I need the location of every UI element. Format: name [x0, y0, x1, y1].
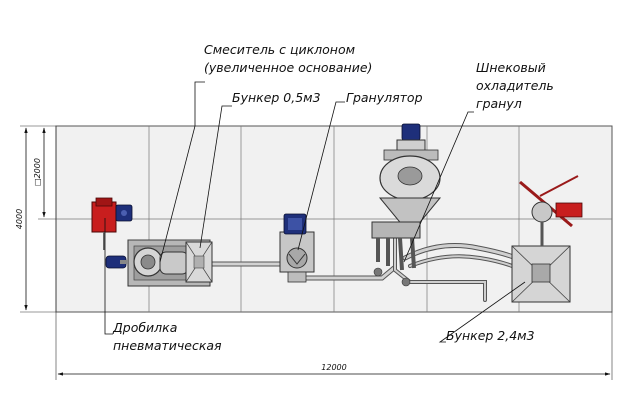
half-width-label: □2000	[33, 158, 42, 186]
cooler-label-line3: гранул	[476, 96, 522, 111]
screw-cooler	[371, 123, 442, 287]
pneumatic-crusher	[91, 197, 133, 250]
cooler-manifold	[371, 221, 421, 239]
crusher-label-line2: пневматическая	[113, 338, 222, 353]
small-hopper-label: Бункер 0,5м3	[232, 90, 321, 105]
dimensions: 12000 4000 □2000	[15, 125, 613, 380]
leader-small-hopper	[199, 105, 232, 249]
mixer-label-line1: Смеситель с циклоном	[204, 42, 355, 57]
large-hopper	[511, 175, 583, 303]
total-width-label: 4000	[15, 209, 24, 229]
leader-large-hopper	[438, 281, 526, 343]
granulator-label: Гранулятор	[346, 90, 423, 105]
hopper-elevator-head	[531, 201, 553, 223]
leader-lines	[104, 81, 526, 343]
leader-mixer	[159, 81, 205, 263]
crusher-housing	[91, 201, 117, 233]
granulator	[279, 213, 315, 283]
labels: Смеситель с циклоном (увеличенное основа…	[112, 42, 554, 353]
conveyor-boom-2	[539, 175, 579, 197]
leader-granulator	[297, 101, 345, 251]
cooler-label-line2: охладитель	[476, 78, 554, 93]
total-length-label: 12000	[321, 363, 346, 372]
small-hopper	[185, 241, 213, 283]
cooler-top-motor	[401, 123, 421, 141]
large-hopper-label: Бункер 2,4м3	[446, 328, 535, 343]
crusher-label-line1: Дробилка	[112, 320, 177, 335]
mixer-drum	[159, 251, 189, 275]
leader-cooler	[403, 111, 474, 263]
leader-crusher	[104, 218, 113, 335]
mixer-label-line2: (увеличенное основание)	[204, 60, 372, 75]
cooler-label-line1: Шнековый	[476, 60, 546, 75]
